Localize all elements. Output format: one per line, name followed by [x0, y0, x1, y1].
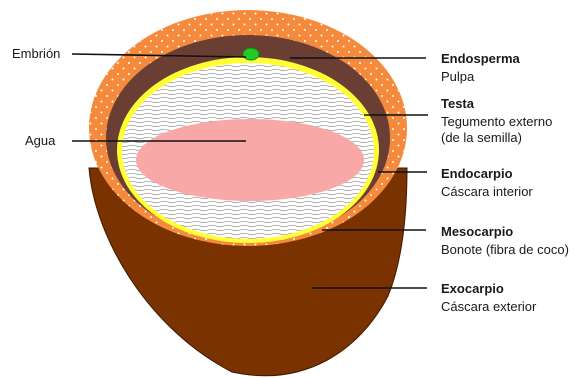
label-endocarpio-title: Endocarpio	[441, 166, 513, 182]
label-endosperma-sub: Pulpa	[441, 69, 474, 85]
label-mesocarpio-title: Mesocarpio	[441, 224, 513, 240]
label-exocarpio-sub: Cáscara exterior	[441, 299, 536, 315]
label-endocarpio-sub: Cáscara interior	[441, 184, 533, 200]
label-agua: Agua	[25, 133, 55, 149]
label-testa-title: Testa	[441, 96, 474, 112]
label-testa-sub1: Tegumento externo	[441, 114, 552, 130]
label-mesocarpio-sub: Bonote (fibra de coco)	[441, 242, 569, 258]
label-embrion: Embrión	[12, 46, 60, 62]
label-endosperma-title: Endosperma	[441, 51, 520, 67]
label-testa-sub2: (de la semilla)	[441, 130, 522, 146]
embryo-shape	[243, 48, 259, 60]
water-shape	[136, 119, 364, 201]
label-exocarpio-title: Exocarpio	[441, 281, 504, 297]
